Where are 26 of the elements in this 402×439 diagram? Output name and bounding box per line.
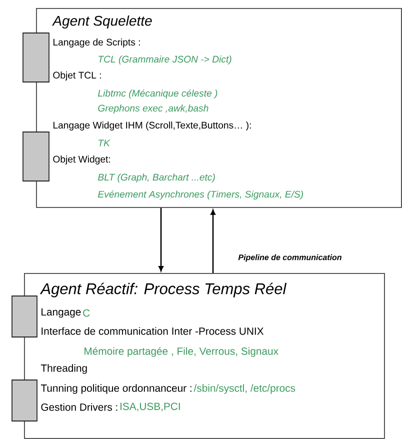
text-line: TK	[98, 140, 110, 146]
text-line: Tunning politique ordonnanceur :	[40, 384, 192, 394]
text-line: ISA,USB,PCI	[120, 402, 180, 412]
text-line: BLT (Graph, Barchart ...etc)	[98, 174, 215, 182]
text-line: Interface de communication Inter -Process UNIX	[42, 327, 264, 335]
text-line: Langage	[42, 308, 81, 318]
text-line: Evénement Asynchrones (Timers, Signaux, E/S)	[98, 190, 303, 200]
text-line: Threading	[40, 364, 87, 374]
edge-label: Pipeline de communication	[237, 253, 343, 263]
component-box	[12, 273, 385, 439]
text-line: Langage Widget IHM (Scroll,Texte,Buttons… ):	[53, 122, 251, 130]
text-line: Objet Widget:	[53, 156, 110, 164]
component-title: Agent Réactif: Process Temps Réel	[40, 282, 287, 298]
text-line: Langage de Scripts :	[53, 38, 140, 48]
text-line: Objet TCL :	[53, 72, 101, 80]
text-line: TCL (Grammaire JSON -> Dict)	[98, 56, 232, 64]
text-line: Libtmc (Mécanique céleste )	[98, 89, 218, 99]
arrow	[158, 208, 164, 272]
text-line: /sbin/sysctl, /etc/procs	[194, 384, 296, 394]
text-line: Grephons exec ,awk,bash	[98, 104, 208, 114]
text-line: Gestion Drivers :	[41, 403, 118, 411]
text-line: C	[83, 309, 90, 317]
component-title: Agent Squelette	[52, 15, 152, 29]
text-line: Mémoire partagée , File, Verrous, Signaux	[84, 347, 278, 357]
arrow	[210, 210, 216, 273]
component-box	[22, 8, 402, 208]
